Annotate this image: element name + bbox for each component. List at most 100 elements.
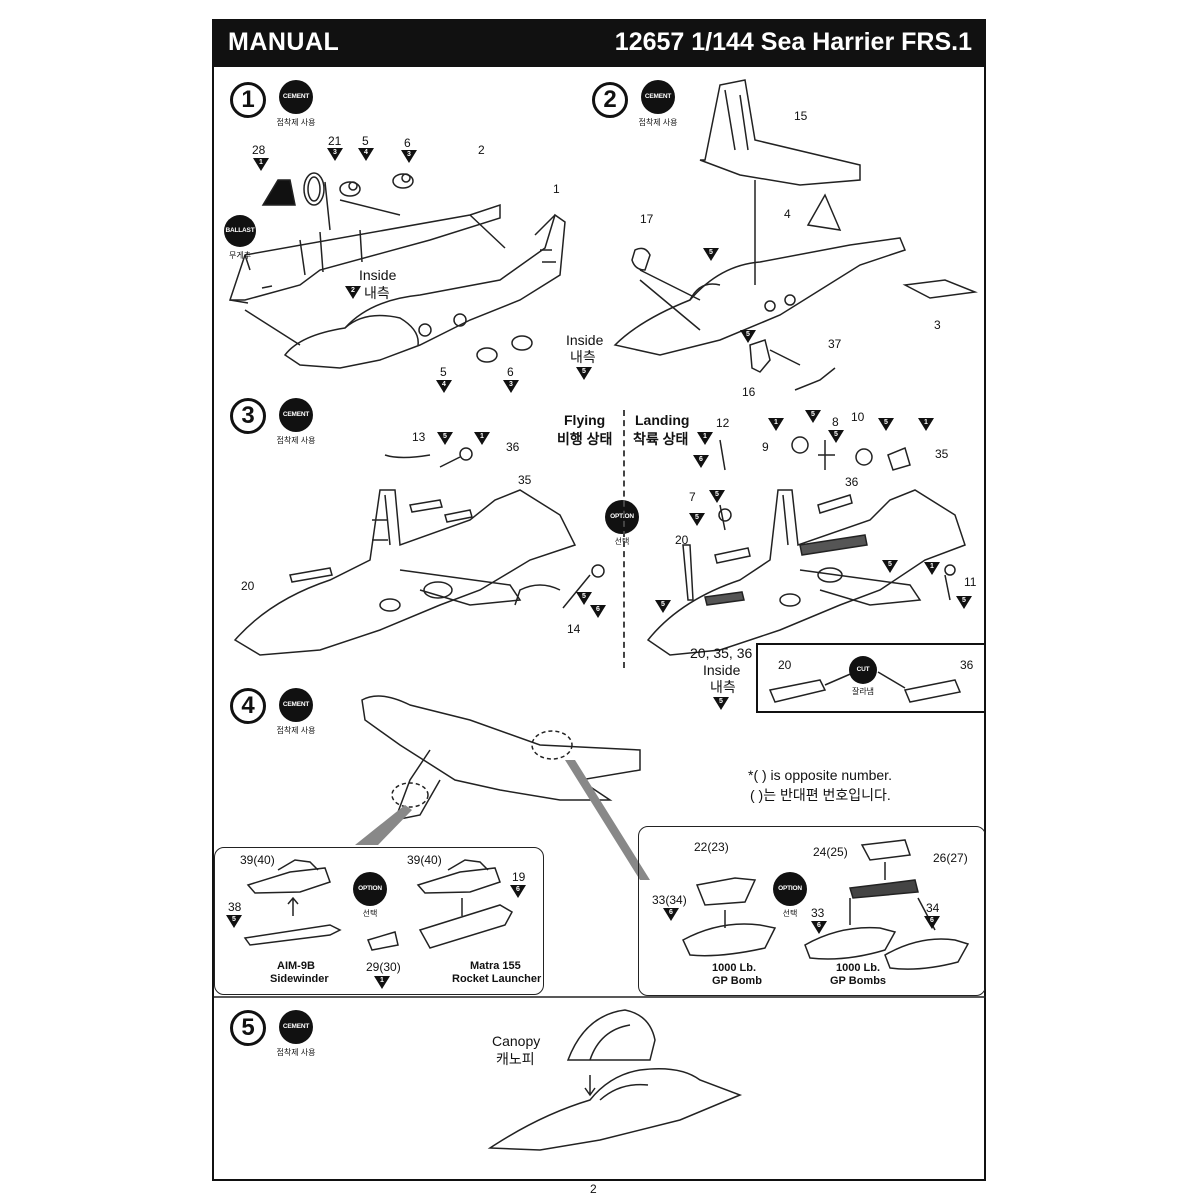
part-number: 39(40) <box>240 853 275 867</box>
paint-color-marker: 1 <box>374 976 390 990</box>
cement-badge: CEMENT <box>641 80 675 114</box>
step2-fuselage-drawing <box>613 79 978 391</box>
step4-plane-drawing <box>355 695 650 880</box>
manual-title: MANUAL <box>228 28 340 56</box>
part-number: 19 <box>512 870 526 884</box>
inside-parts-label: 20, 35, 36 <box>690 645 753 661</box>
cut-caption: 잘라냄 <box>851 687 875 696</box>
paint-color-marker: 5 <box>805 410 821 424</box>
cement-caption: 접착제 사용 <box>276 726 316 735</box>
weapon-name: 1000 Lb. <box>836 962 881 974</box>
paint-color-marker: 5 <box>956 596 972 610</box>
option-caption: 선택 <box>362 909 378 918</box>
paint-color-marker: 4 <box>358 148 374 162</box>
part-number: 10 <box>851 410 865 424</box>
step3-landing-drawing <box>646 436 966 656</box>
landing-label: Landing <box>635 412 690 428</box>
cut-detail-box <box>756 643 986 713</box>
ballast-badge: BALLAST <box>224 215 256 247</box>
part-number: 5 <box>440 365 447 379</box>
paint-color-marker: 3 <box>503 380 519 394</box>
paint-color-marker: 1 <box>697 432 713 446</box>
paint-color-marker: 5 <box>713 697 729 711</box>
canopy-label: Canopy <box>492 1033 541 1049</box>
landing-label-kr: 착륙 상태 <box>633 431 689 447</box>
paint-color-marker: 1 <box>768 418 784 432</box>
paint-color-marker: 6 <box>924 916 940 930</box>
part-number: 36 <box>506 440 520 454</box>
paint-color-marker: 1 <box>253 158 269 172</box>
part-number: 26(27) <box>933 851 968 865</box>
inside-label-kr: 내측 <box>570 349 596 365</box>
paint-color-marker: 5 <box>709 490 725 504</box>
inside-label: Inside <box>703 662 741 678</box>
part-number: 17 <box>640 212 654 226</box>
step4-bomb-drawing <box>682 839 970 970</box>
inside-label-kr: 내측 <box>710 679 736 695</box>
part-number: 38 <box>228 900 242 914</box>
opposite-number-note: *( ) is opposite number. <box>748 767 892 783</box>
part-number: 36 <box>960 658 974 672</box>
part-number: 37 <box>828 337 842 351</box>
part-number: 36 <box>845 475 859 489</box>
weapon-name: AIM-9B <box>277 960 315 972</box>
paint-color-marker: 5 <box>703 248 719 262</box>
paint-color-marker: 6 <box>693 455 709 469</box>
flying-label-kr: 비행 상태 <box>557 431 613 447</box>
cement-caption: 접착제 사용 <box>276 436 316 445</box>
flying-label: Flying <box>564 412 606 428</box>
part-number: 35 <box>518 473 532 487</box>
weapon-name: GP Bomb <box>712 975 762 987</box>
part-number: 13 <box>412 430 426 444</box>
paint-color-marker: 3 <box>327 148 343 162</box>
part-number: 20 <box>675 533 689 547</box>
product-title: 12657 1/144 Sea Harrier FRS.1 <box>614 28 972 56</box>
inside-label: Inside <box>359 267 397 283</box>
missile-options-panel <box>214 847 544 995</box>
paint-color-marker: 6 <box>590 605 606 619</box>
part-number: 22(23) <box>694 840 729 854</box>
paint-color-marker: 1 <box>924 562 940 576</box>
part-number: 16 <box>742 385 756 399</box>
manual-header: MANUAL 12657 1/144 Sea Harrier FRS.1 <box>212 19 986 67</box>
step-number-4: 4 <box>230 688 266 724</box>
weapon-name: Sidewinder <box>270 973 329 985</box>
paint-color-marker: 6 <box>510 885 526 899</box>
paint-color-marker: 5 <box>689 513 705 527</box>
part-number: 11 <box>964 575 977 589</box>
part-number: 3 <box>934 318 941 332</box>
step4-missile-drawing <box>243 859 514 951</box>
part-number: 28 <box>252 143 266 157</box>
flying-landing-divider <box>623 410 625 668</box>
page-number: 2 <box>590 1182 597 1196</box>
paint-color-marker: 5 <box>576 367 592 381</box>
paint-color-marker: 5 <box>576 592 592 606</box>
paint-color-marker: 5 <box>878 418 894 432</box>
paint-color-marker: 5 <box>655 600 671 614</box>
paint-color-marker: 5 <box>226 915 242 929</box>
paint-color-marker: 6 <box>811 921 827 935</box>
part-number: 35 <box>935 447 949 461</box>
cement-badge: CEMENT <box>279 688 313 722</box>
part-number: 2 <box>478 143 485 157</box>
paint-color-marker: 5 <box>437 432 453 446</box>
cement-badge: CEMENT <box>279 398 313 432</box>
part-number: 33 <box>811 906 825 920</box>
inside-label-kr: 내측 <box>364 285 390 301</box>
part-number: 14 <box>567 622 581 636</box>
part-number: 15 <box>794 109 808 123</box>
part-number: 6 <box>404 136 411 150</box>
option-badge: OPTION <box>773 872 807 906</box>
part-number: 29(30) <box>366 960 401 974</box>
inside-label: Inside <box>566 332 604 348</box>
cut-badge: CUT <box>849 656 877 684</box>
cement-badge: CEMENT <box>279 80 313 114</box>
weapon-name: Rocket Launcher <box>452 973 542 985</box>
step3-flying-drawing <box>233 447 605 656</box>
part-number: 5 <box>362 134 369 148</box>
weapon-name: GP Bombs <box>830 975 887 987</box>
paint-color-marker: 1 <box>918 418 934 432</box>
part-number: 7 <box>689 490 696 504</box>
part-number: 24(25) <box>813 845 848 859</box>
